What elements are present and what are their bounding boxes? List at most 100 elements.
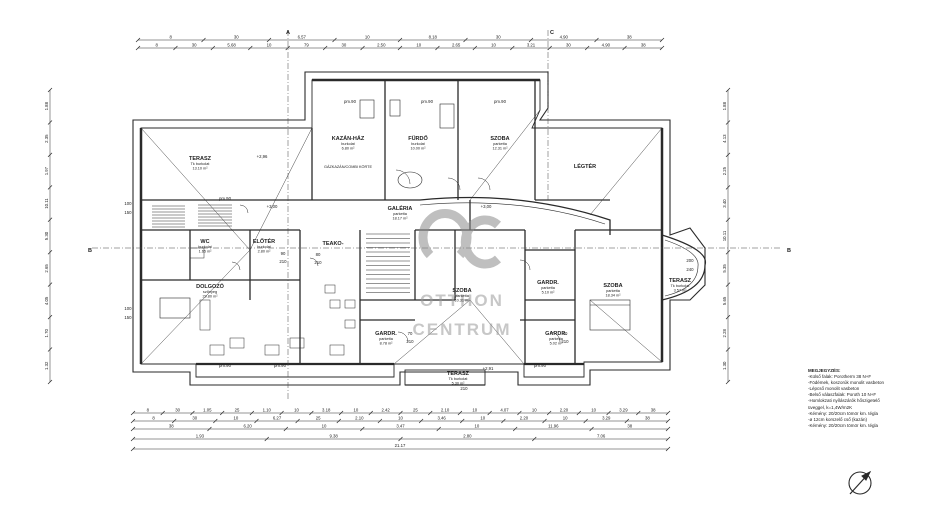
boiler-icon — [359, 99, 375, 119]
dimension-label: 38 — [627, 423, 632, 428]
chair-icon — [229, 337, 245, 349]
dimension-label: 10.11 — [722, 230, 727, 241]
dimension-label: 4.90 — [602, 42, 611, 47]
dimension-tick — [213, 418, 218, 424]
dimension-tick — [248, 45, 253, 51]
room-finish: burkolat — [411, 142, 425, 146]
dimension-label: 10 — [354, 407, 359, 412]
window-code: pm.90 — [274, 363, 287, 368]
dimension-tick — [725, 249, 731, 255]
dimension-tick — [576, 410, 582, 416]
dimension-tick — [725, 185, 731, 190]
dimension-label: 100 — [124, 201, 132, 206]
dimension-label: 2.25 — [722, 166, 727, 175]
legend-line: -Belső válaszfalak: Poroth 10 N+F — [808, 392, 877, 398]
section-marker-c: C — [550, 30, 554, 36]
dimension-label: 30 — [192, 42, 197, 47]
dimension-tick — [725, 120, 731, 125]
room-label: TERASZ — [669, 278, 692, 284]
dimension-label: 9.38 — [329, 433, 338, 438]
dimension-label: 38 — [627, 34, 632, 39]
dimension-tick — [130, 446, 136, 452]
room-label: LÉGTÉR — [574, 162, 596, 170]
dimension-tick — [583, 418, 588, 424]
room-area: 8.78 m² — [380, 342, 394, 346]
dimension-label: 2.35 — [44, 134, 49, 143]
room-finish: parketta — [541, 286, 556, 290]
level-mark: +3,00 — [267, 204, 278, 209]
dimension-tick — [725, 282, 731, 287]
dimension-tick — [47, 120, 53, 125]
equipment-note: GÁZKAZÁN/COMBI KÖRTE — [324, 165, 372, 169]
dimension-tick — [210, 45, 216, 51]
dimension-tick — [47, 217, 53, 223]
room-area: 18.17 m² — [393, 217, 409, 221]
dimension-tick — [322, 45, 328, 51]
dimension-tick — [436, 426, 441, 432]
dimension-tick — [47, 379, 53, 385]
room-label: GARDR. — [545, 331, 567, 337]
dimension-label: 10 — [233, 415, 238, 420]
dimension-tick — [295, 418, 300, 424]
window-code: pm.90 — [344, 99, 357, 104]
window-code: pm.90 — [219, 196, 232, 201]
roof-hip-line — [249, 127, 313, 251]
room-area: 18.34 m² — [606, 294, 622, 298]
dimension-label: 2.50 — [377, 42, 386, 47]
room-area: 5.02 m² — [550, 342, 564, 346]
table-icon — [344, 319, 356, 329]
dimension-label: 8 — [170, 34, 173, 39]
dimension-label: 200 — [686, 258, 694, 263]
room-label: SZOBA — [490, 136, 509, 142]
level-mark: +2,91 — [483, 366, 494, 371]
dimension-tick — [398, 410, 403, 416]
dimension-tick — [171, 418, 177, 424]
dimension-label: 79 — [304, 42, 309, 47]
dimension-tick — [659, 37, 665, 43]
dimension-tick — [360, 426, 365, 432]
room-finish: Tk burkolat — [449, 377, 469, 381]
dimension-tick — [135, 45, 141, 51]
legend-line: -Kémény: 20/20cm tömör km. tégla — [808, 422, 879, 428]
dimension-label: 10 — [591, 407, 596, 412]
dimension-label: 1.93 — [196, 433, 205, 438]
door-swing — [549, 331, 561, 343]
chair-icon — [264, 344, 280, 356]
legend-title: MEGJEGYZÉS: — [808, 368, 841, 373]
dimension-label: 10 — [365, 34, 370, 39]
roof-hip-line — [589, 299, 663, 363]
watermark-line2: CENTRUM — [413, 320, 512, 339]
dimension-label: 30 — [192, 415, 197, 420]
door-code: 210 — [460, 386, 468, 391]
room-area: 29.80 m² — [203, 295, 219, 299]
dimension-label: 3.18 — [322, 407, 331, 412]
dimension-label: 3.40 — [722, 199, 727, 208]
dimension-tick — [501, 418, 506, 424]
dimension-label: 25 — [235, 407, 240, 412]
dimension-label: 2.65 — [452, 42, 461, 47]
room-finish: burkolat — [341, 142, 355, 146]
dimension-label: 10.11 — [44, 198, 49, 209]
dimension-label: 1.97 — [44, 166, 49, 175]
dimension-tick — [398, 436, 403, 442]
roof-hip-line — [589, 127, 663, 216]
roof-hip-line — [140, 127, 251, 251]
dimension-label: 1.30 — [722, 361, 727, 370]
dimension-tick — [725, 314, 731, 320]
dimension-tick — [528, 37, 534, 43]
dimension-tick — [636, 410, 641, 416]
dimension-label: 6.20 — [243, 423, 252, 428]
room-finish: parketta — [549, 337, 564, 341]
dimension-tick — [47, 152, 53, 158]
dimension-label: 38 — [651, 407, 656, 412]
room-area: 5.10 m² — [542, 291, 556, 295]
dimension-label: 8 — [147, 407, 150, 412]
dimension-label: 1.05 — [203, 407, 212, 412]
dimension-tick — [665, 410, 671, 416]
dimension-label: 3.29 — [619, 407, 628, 412]
dimension-tick — [725, 379, 731, 385]
dimension-tick — [266, 37, 272, 43]
dimension-tick — [47, 185, 53, 190]
dimension-tick — [665, 418, 671, 424]
